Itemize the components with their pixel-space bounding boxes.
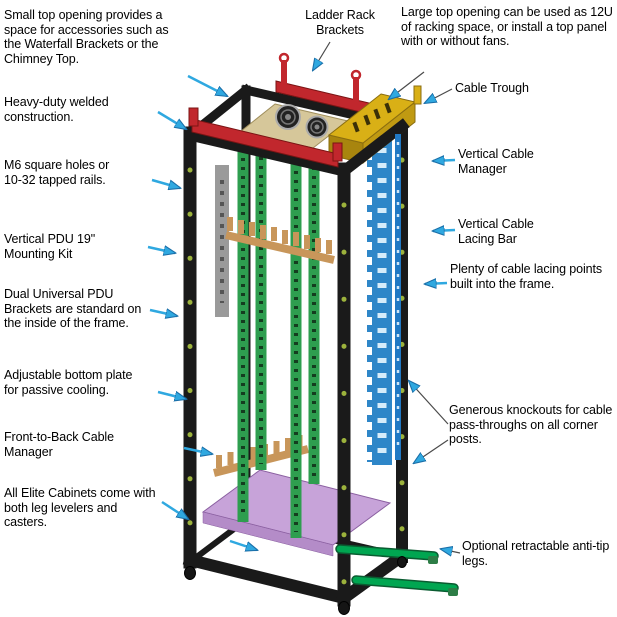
arrow-icon <box>147 247 175 253</box>
callout-arrows <box>147 41 461 553</box>
arrow-icon <box>229 539 257 550</box>
leader-line <box>441 549 461 553</box>
fan-icon <box>275 104 301 130</box>
arrow-icon <box>157 390 186 399</box>
callout-cable-trough: Cable Trough <box>455 81 529 95</box>
leader-line <box>414 439 449 463</box>
callout-vertical-pdu-kit: Vertical PDU 19" Mounting Kit <box>4 232 96 261</box>
callout-anti-tip-legs: Optional retractable anti-tip legs. <box>462 539 610 568</box>
anti-tip-legs <box>335 544 459 596</box>
callout-m6-holes: M6 square holes or 10-32 tapped rails. <box>4 158 110 187</box>
arrow-icon <box>433 230 456 231</box>
callout-heavy-duty: Heavy-duty welded construction. <box>4 95 109 124</box>
fan-icon <box>305 115 329 139</box>
arrow-icon <box>151 178 180 188</box>
arrow-icon <box>183 448 212 454</box>
waterfall-comb <box>225 217 335 264</box>
callout-f2b-cable-manager: Front-to-Back Cable Manager <box>4 430 114 459</box>
callout-bottom-plate: Adjustable bottom plate for passive cool… <box>4 368 133 397</box>
arrow-icon <box>187 74 227 96</box>
arrow-icon <box>425 283 448 284</box>
rack-frame-front <box>182 118 411 607</box>
vertical-cable-manager <box>367 140 392 465</box>
leader-line <box>313 41 331 70</box>
callout-large-top-opening: Large top opening can be used as 12U of … <box>401 5 613 49</box>
arrow-icon <box>161 500 188 519</box>
arrow-icon <box>157 110 186 129</box>
callout-levelers-casters: All Elite Cabinets come with both leg le… <box>4 486 156 530</box>
casters <box>184 556 407 615</box>
rack-rails <box>237 140 320 538</box>
ladder-rack-bracket-front <box>188 107 343 168</box>
leader-line <box>409 381 449 425</box>
callout-vertical-lacing-bar: Vertical Cable Lacing Bar <box>458 217 534 246</box>
callout-small-top-opening: Small top opening provides a space for a… <box>4 8 169 66</box>
callout-vertical-cable-manager: Vertical Cable Manager <box>458 147 534 176</box>
rack-interior <box>201 140 392 557</box>
callout-ladder-rack-brackets: Ladder Rack Brackets <box>305 8 375 37</box>
callout-knockouts: Generous knockouts for cable pass-throug… <box>449 403 613 447</box>
leader-line <box>389 71 425 99</box>
arrow-icon <box>149 310 177 316</box>
leader-line <box>425 88 453 103</box>
callout-lacing-points: Plenty of cable lacing points built into… <box>450 262 603 291</box>
callout-dual-pdu-brackets: Dual Universal PDU Brackets are standard… <box>4 287 142 331</box>
arrow-icon <box>433 160 456 161</box>
corner-post-knockouts <box>187 157 405 588</box>
